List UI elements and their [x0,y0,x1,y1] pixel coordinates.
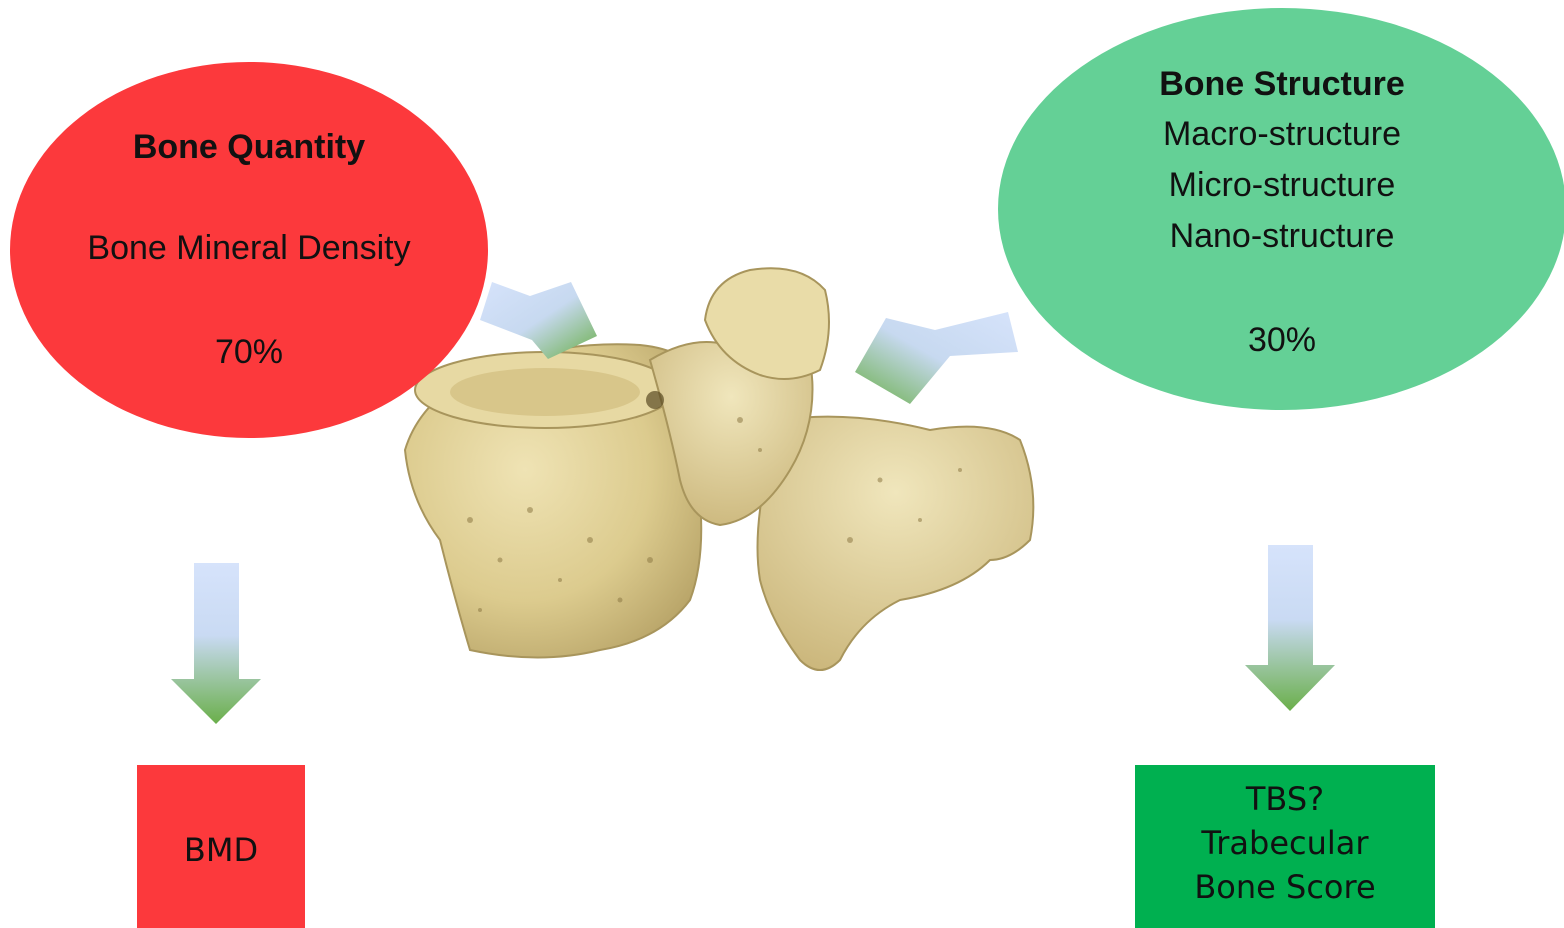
bone-structure-title: Bone Structure [998,64,1564,104]
arrow-structure-to-bone [855,312,1018,404]
structure-line-nano: Nano-structure [998,216,1564,256]
bone-structure-ellipse: Bone Structure Macro-structure Micro-str… [998,8,1564,410]
vertebra-bone-image [405,268,1033,670]
arrow-down-to-bmd [171,563,261,724]
structure-line-macro: Macro-structure [998,114,1564,154]
arrow-down-to-tbs [1245,545,1335,711]
tbs-box: TBS? Trabecular Bone Score [1135,765,1435,928]
tbs-line-3: Bone Score [1135,865,1435,909]
structure-line-micro: Micro-structure [998,165,1564,205]
bone-quantity-ellipse: Bone Quantity Bone Mineral Density 70% [10,62,488,438]
bmd-box: BMD [137,765,305,928]
bone-quantity-percent: 70% [10,332,488,372]
bone-quantity-title: Bone Quantity [10,127,488,167]
tbs-line-1: TBS? [1135,777,1435,821]
tbs-line-2: Trabecular [1135,821,1435,865]
bone-quantity-label: Bone Mineral Density [10,228,488,268]
bone-structure-percent: 30% [998,320,1564,360]
bmd-label: BMD [137,831,305,869]
